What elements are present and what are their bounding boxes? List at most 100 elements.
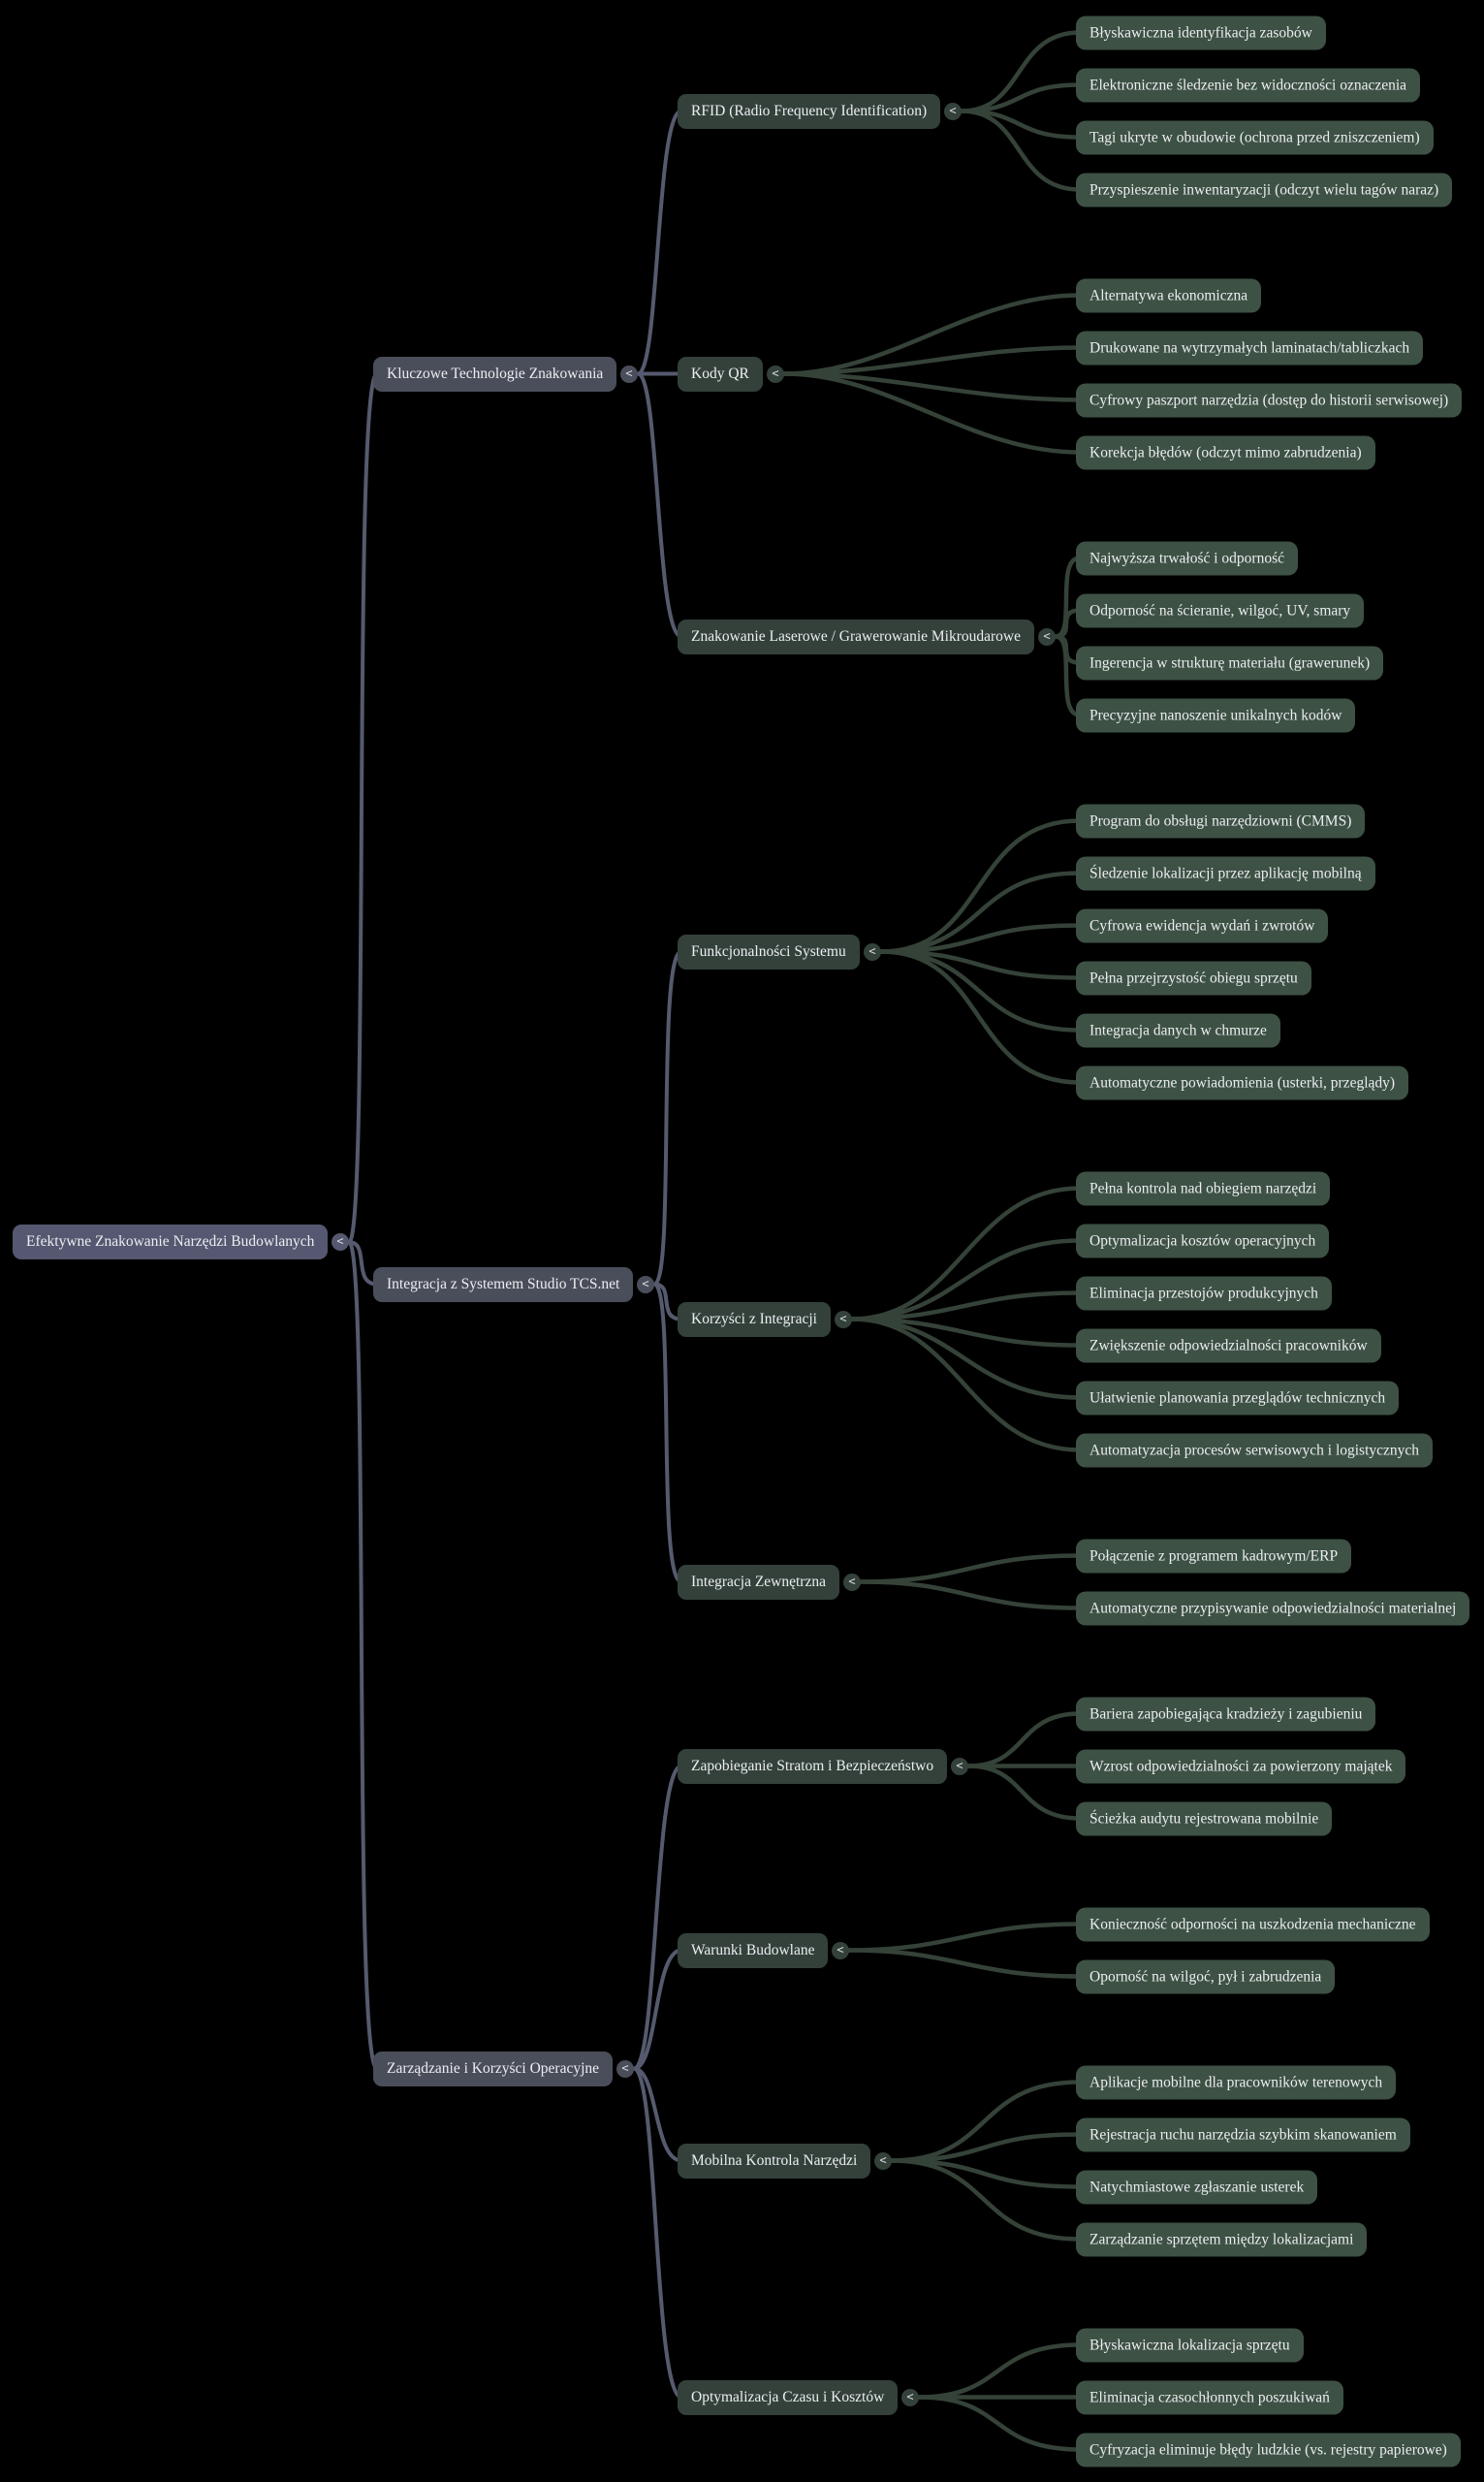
leaf-node[interactable]: Wzrost odpowiedzialności za powierzony m… [1076, 1749, 1406, 1783]
leaf-node[interactable]: Automatyczne przypisywanie odpowiedzialn… [1076, 1591, 1470, 1625]
section-topic-node[interactable]: RFID (Radio Frequency Identification) [678, 93, 941, 129]
edge [849, 1317, 1083, 1348]
collapse-toggle-icon[interactable]: < [874, 2151, 892, 2170]
collapse-toggle-icon[interactable]: < [616, 2059, 634, 2078]
edge [965, 1711, 1083, 1768]
section-topic-node[interactable]: Warunki Budowlane [678, 1932, 829, 1968]
section-topic-node[interactable]: Znakowanie Laserowe / Grawerowanie Mikro… [678, 619, 1035, 654]
leaf-node[interactable]: Precyzyjne nanoszenie unikalnych kodów [1076, 698, 1356, 732]
section-topic-node[interactable]: Funkcjonalności Systemu [678, 934, 860, 970]
leaf-node[interactable]: Konieczność odporności na uszkodzenia me… [1076, 1907, 1430, 1941]
edge [781, 345, 1083, 376]
collapse-toggle-icon[interactable]: < [637, 1275, 654, 1293]
leaf-node[interactable]: Śledzenie lokalizacji przez aplikację mo… [1076, 856, 1375, 890]
leaf-node[interactable]: Cyfrowa ewidencja wydań i zwrotów [1076, 908, 1329, 942]
section-topic-node[interactable]: Integracja Zewnętrzna [678, 1564, 839, 1600]
leaf-node[interactable]: Przyspieszenie inwentaryzacji (odczyt wi… [1076, 173, 1453, 207]
edge [849, 1317, 1083, 1400]
edge [846, 1948, 1083, 1979]
edge [347, 1240, 379, 2071]
edge [849, 1186, 1083, 1321]
edge [632, 1948, 683, 2071]
leaf-node[interactable]: Alternatywa ekonomiczna [1076, 278, 1262, 312]
leaf-node[interactable]: Automatyzacja procesów serwisowych i log… [1076, 1433, 1434, 1467]
branch-topic-node[interactable]: Zarządzanie i Korzyści Operacyjne [373, 2051, 614, 2086]
section-topic-node[interactable]: Optymalizacja Czasu i Kosztów [678, 2379, 899, 2415]
edge [858, 1553, 1083, 1584]
leaf-node[interactable]: Zwiększenie odpowiedzialności pracownikó… [1076, 1328, 1381, 1362]
leaf-node[interactable]: Integracja danych w chmurze [1076, 1013, 1280, 1047]
leaf-node[interactable]: Aplikacje mobilne dla pracowników tereno… [1076, 2065, 1397, 2099]
collapse-toggle-icon[interactable]: < [767, 365, 784, 383]
edge [878, 871, 1083, 954]
edge [781, 371, 1083, 455]
edge [846, 1922, 1083, 1953]
leaf-node[interactable]: Oporność na wilgoć, pył i zabrudzenia [1076, 1959, 1336, 1993]
edge [652, 1282, 683, 1321]
collapse-toggle-icon[interactable]: < [864, 942, 881, 961]
edge [652, 949, 683, 1287]
leaf-node[interactable]: Korekcja błędów (odczyt mimo zabrudzenia… [1076, 435, 1375, 469]
edge [632, 2066, 683, 2400]
section-topic-node[interactable]: Zapobieganie Stratom i Bezpieczeństwo [678, 1748, 948, 1784]
collapse-toggle-icon[interactable]: < [620, 365, 638, 383]
leaf-node[interactable]: Optymalizacja kosztów operacyjnych [1076, 1224, 1330, 1257]
leaf-node[interactable]: Natychmiastowe zgłaszanie usterek [1076, 2170, 1318, 2204]
leaf-node[interactable]: Automatyczne powiadomienia (usterki, prz… [1076, 1066, 1409, 1099]
edge [636, 109, 683, 376]
leaf-node[interactable]: Połączenie z programem kadrowym/ERP [1076, 1539, 1352, 1573]
collapse-toggle-icon[interactable]: < [332, 1233, 349, 1252]
leaf-node[interactable]: Cyfrowy paszport narzędzia (dostęp do hi… [1076, 383, 1463, 417]
edge [889, 2132, 1083, 2163]
branch-topic-node[interactable]: Kluczowe Technologie Znakowania [373, 356, 617, 392]
edge [878, 949, 1083, 980]
leaf-node[interactable]: Cyfryzacja eliminuje błędy ludzkie (vs. … [1076, 2433, 1461, 2466]
collapse-toggle-icon[interactable]: < [832, 1941, 849, 1959]
leaf-node[interactable]: Ingerencja w strukturę materiału (grawer… [1076, 646, 1384, 680]
edge [781, 371, 1083, 402]
edge [632, 2066, 683, 2163]
collapse-toggle-icon[interactable]: < [901, 2388, 919, 2406]
edge [889, 2158, 1083, 2189]
edge [889, 2080, 1083, 2163]
section-topic-node[interactable]: Korzyści z Integracji [678, 1301, 831, 1337]
leaf-node[interactable]: Bariera zapobiegająca kradzieży i zagubi… [1076, 1697, 1376, 1731]
leaf-node[interactable]: Rejestracja ruchu narzędzia szybkim skan… [1076, 2117, 1410, 2151]
edge [849, 1238, 1083, 1321]
branch-topic-node[interactable]: Integracja z Systemem Studio TCS.net [373, 1266, 634, 1302]
leaf-node[interactable]: Elektroniczne śledzenie bez widoczności … [1076, 68, 1421, 102]
leaf-node[interactable]: Ułatwienie planowania przeglądów technic… [1076, 1381, 1400, 1415]
leaf-node[interactable]: Najwyższa trwałość i odporność [1076, 541, 1299, 575]
edge [849, 1290, 1083, 1321]
leaf-node[interactable]: Eliminacja przestojów produkcyjnych [1076, 1276, 1332, 1310]
root-topic-node[interactable]: Efektywne Znakowanie Narzędzi Budowlanyc… [13, 1225, 329, 1260]
leaf-node[interactable]: Tagi ukryte w obudowie (ochrona przed zn… [1076, 120, 1434, 154]
leaf-node[interactable]: Pełna przejrzystość obiegu sprzętu [1076, 961, 1311, 995]
edge [632, 1764, 683, 2071]
leaf-node[interactable]: Drukowane na wytrzymałych laminatach/tab… [1076, 331, 1424, 365]
leaf-node[interactable]: Program do obsługi narzędziowni (CMMS) [1076, 804, 1366, 838]
section-topic-node[interactable]: Mobilna Kontrola Narzędzi [678, 2143, 871, 2179]
edge [916, 2395, 1083, 2452]
leaf-node[interactable]: Pełna kontrola nad obiegiem narzędzi [1076, 1171, 1331, 1205]
collapse-toggle-icon[interactable]: < [944, 102, 962, 120]
leaf-node[interactable]: Błyskawiczna lokalizacja sprzętu [1076, 2328, 1304, 2362]
leaf-node[interactable]: Błyskawiczna identyfikacja zasobów [1076, 16, 1326, 49]
leaf-node[interactable]: Ścieżka audytu rejestrowana mobilnie [1076, 1801, 1333, 1835]
edge [889, 2158, 1083, 2242]
collapse-toggle-icon[interactable]: < [835, 1310, 852, 1328]
section-topic-node[interactable]: Kody QR [678, 356, 763, 392]
leaf-node[interactable]: Zarządzanie sprzętem między lokalizacjam… [1076, 2222, 1368, 2256]
collapse-toggle-icon[interactable]: < [843, 1573, 861, 1591]
edge [849, 1317, 1083, 1452]
leaf-node[interactable]: Eliminacja czasochłonnych poszukiwań [1076, 2380, 1343, 2414]
edge [878, 949, 1083, 1085]
edge [347, 371, 379, 1245]
collapse-toggle-icon[interactable]: < [1038, 627, 1056, 646]
leaf-node[interactable]: Odporność na ścieranie, wilgoć, UV, smar… [1076, 593, 1365, 627]
edge [959, 30, 1083, 113]
edge [878, 923, 1083, 954]
collapse-toggle-icon[interactable]: < [951, 1757, 968, 1775]
edge [959, 109, 1083, 192]
